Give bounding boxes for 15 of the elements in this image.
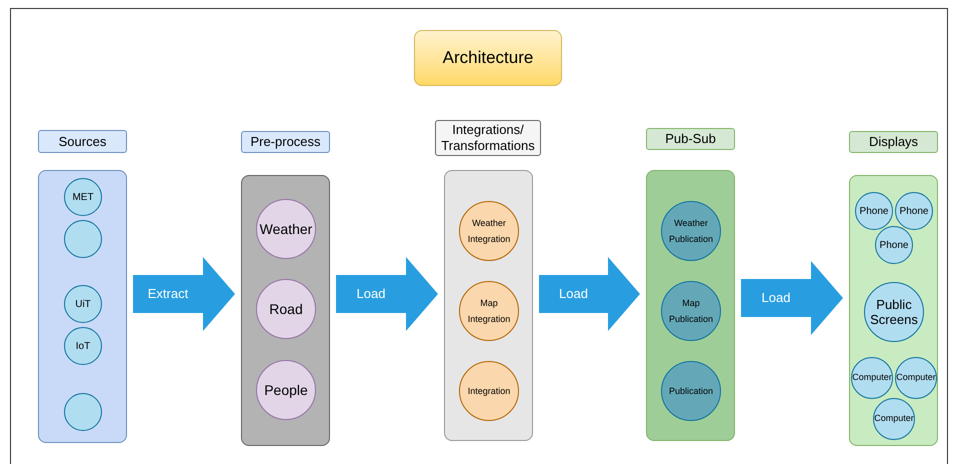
column-header: Pre-process [241,131,330,153]
column-header: Integrations/ Transformations [435,120,541,156]
block-arrow [539,257,640,331]
column-header: Sources [38,130,127,153]
title-box: Architecture [414,30,562,86]
panel-background [444,170,533,441]
column-header: Displays [849,131,938,153]
block-arrow [741,261,843,335]
panel-background [38,170,127,443]
block-arrow [336,257,438,331]
panel-background [849,175,938,446]
panel-background [241,175,330,446]
column-header: Pub-Sub [646,128,735,150]
block-arrow [133,257,235,331]
panel-background [646,170,735,441]
